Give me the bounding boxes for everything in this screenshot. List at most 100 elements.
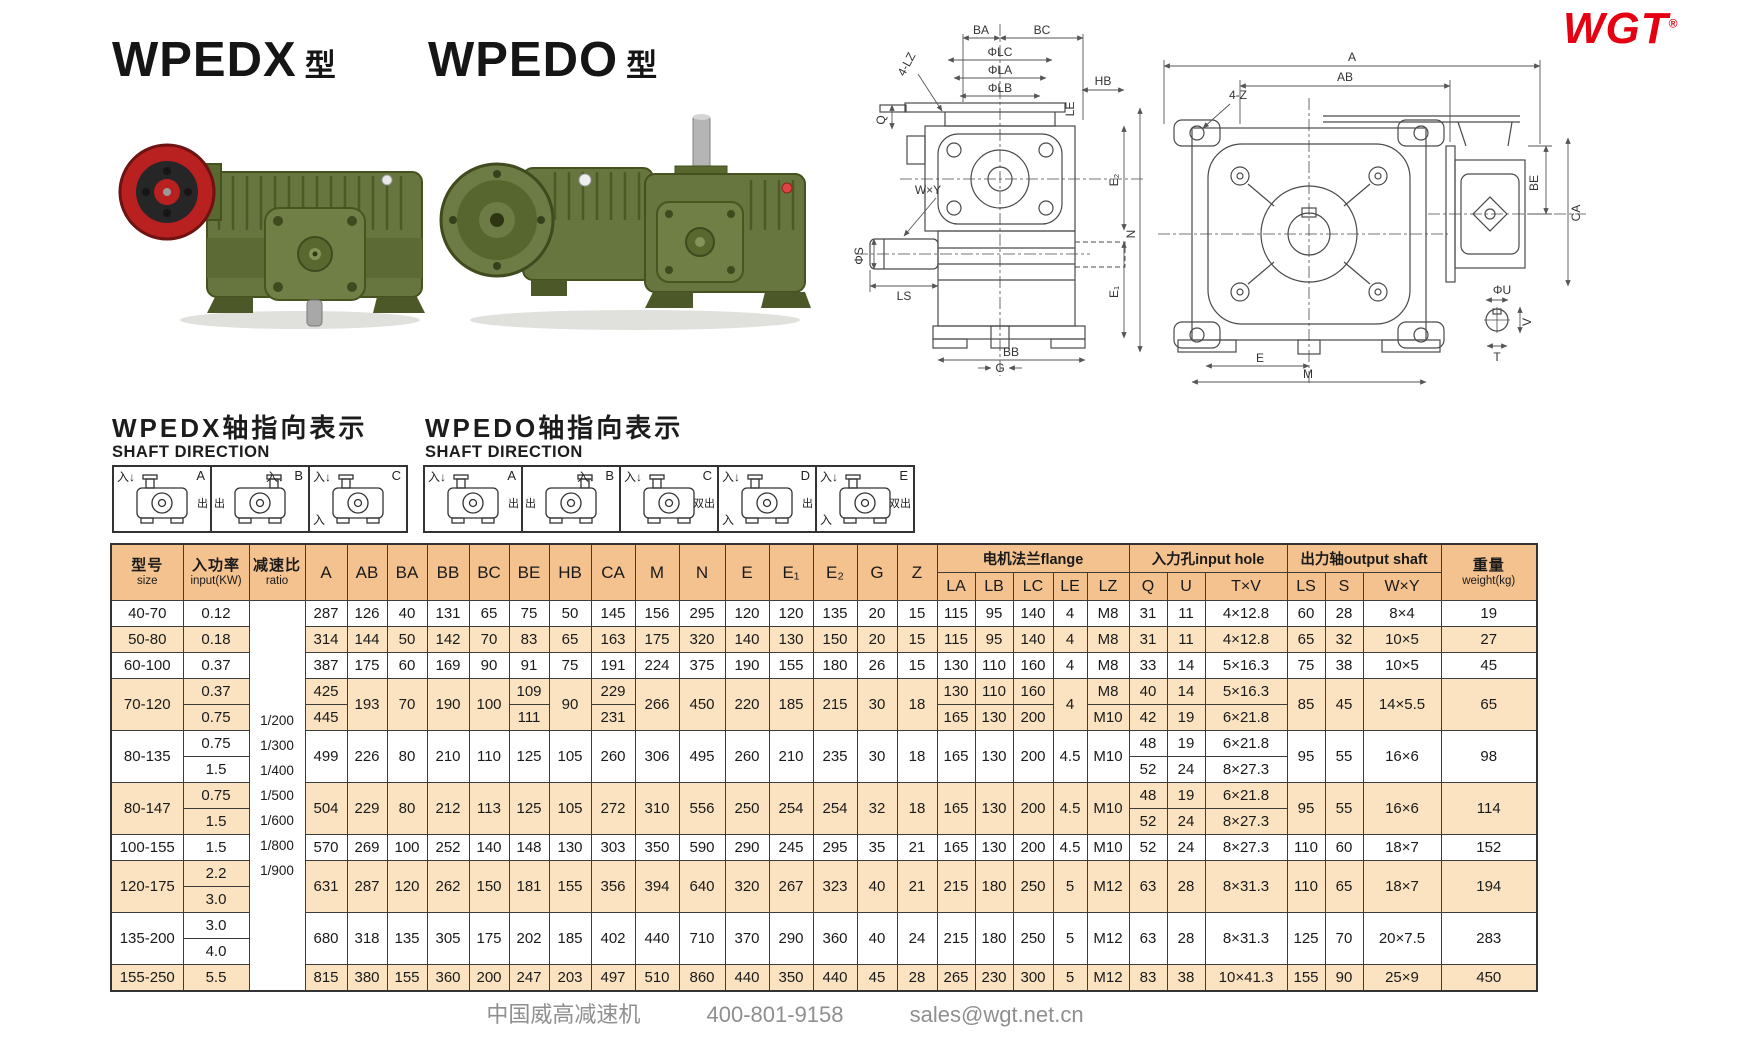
cell-LE: 4.5 — [1052, 782, 1088, 835]
cell-A: 815 — [304, 964, 348, 992]
cell-WY: 14×5.5 — [1362, 678, 1442, 731]
cell-E: 260 — [724, 730, 770, 783]
row-size: 155-250 — [110, 964, 184, 992]
wpedo-shaft-direction-en: SHAFT DIRECTION — [425, 443, 583, 461]
cell-HB: 50 — [548, 600, 592, 627]
cell-CA: 272 — [590, 782, 636, 835]
cell-wt: 45 — [1440, 652, 1538, 679]
cell-BC: 70 — [468, 626, 510, 653]
cell-BA: 60 — [386, 652, 428, 679]
cell-E: 370 — [724, 912, 770, 965]
cell-LC: 160 — [1012, 652, 1054, 679]
cell-E2: 323 — [812, 860, 858, 913]
column-header-LE: LE — [1052, 572, 1088, 601]
cell-wt: 114 — [1440, 782, 1538, 835]
cell-LC: 250 — [1012, 912, 1054, 965]
cell-BE: 91 — [508, 652, 550, 679]
dim-label-e: E — [1256, 351, 1264, 365]
cell-Z: 24 — [896, 912, 938, 965]
cell-CA: 402 — [590, 912, 636, 965]
cell-WY: 18×7 — [1362, 860, 1442, 913]
cell-BC: 90 — [468, 652, 510, 679]
cell-E1: 130 — [768, 626, 814, 653]
cell-E2: 440 — [812, 964, 858, 992]
cell-BB: 190 — [426, 678, 470, 731]
column-header-Q: Q — [1128, 572, 1168, 601]
cell-BA: 70 — [386, 678, 428, 731]
cell-G: 45 — [856, 964, 898, 992]
cell-LA: 165 — [936, 730, 976, 783]
row-size: 120-175 — [110, 860, 184, 913]
cell-WY: 10×5 — [1362, 626, 1442, 653]
cell-input: 5.5 — [182, 964, 250, 992]
cell-TV: 10×41.3 — [1204, 964, 1288, 992]
cell-BE: 125 — [508, 730, 550, 783]
cell-U: 28 — [1166, 860, 1206, 913]
output-direction-label: 出 — [525, 498, 536, 510]
cell-G: 40 — [856, 860, 898, 913]
cell-LC: 200 — [1012, 782, 1054, 835]
cell-AB: 226 — [346, 730, 388, 783]
dim-label-bb: BB — [1003, 345, 1019, 359]
cell-BC: 140 — [468, 834, 510, 861]
cell-S: 38 — [1324, 652, 1364, 679]
dim-label-4z: 4-Z — [1229, 88, 1247, 102]
cell-BA: 80 — [386, 782, 428, 835]
cell-LS: 155 — [1286, 964, 1326, 992]
cell-E1: 185 — [768, 678, 814, 731]
cell-WY: 8×4 — [1362, 600, 1442, 627]
cell-LZ: M8 — [1086, 600, 1130, 627]
cell-E: 290 — [724, 834, 770, 861]
cell-S: 65 — [1324, 860, 1364, 913]
cell-E: 140 — [724, 626, 770, 653]
wpedx-model-name: WPEDX — [112, 33, 297, 87]
gearbox-schematic-icon — [234, 474, 286, 524]
cell-A: 570 — [304, 834, 348, 861]
cell-E1: 350 — [768, 964, 814, 992]
cell-HB: 130 — [548, 834, 592, 861]
cell-BC: 175 — [468, 912, 510, 965]
column-header-LS: LS — [1286, 572, 1326, 601]
gearbox-schematic-icon — [643, 474, 695, 524]
cell-E1: 210 — [768, 730, 814, 783]
column-header-E2: E₂ — [812, 543, 858, 601]
cell-M: 306 — [634, 730, 680, 783]
cell-E1: 120 — [768, 600, 814, 627]
row-size: 70-120 — [110, 678, 184, 731]
cell-LE: 4 — [1052, 652, 1088, 679]
cell-wt: 27 — [1440, 626, 1538, 653]
gearbox-body — [198, 163, 425, 327]
row-size: 135-200 — [110, 912, 184, 965]
cell-LS: 125 — [1286, 912, 1326, 965]
cell-E2: 295 — [812, 834, 858, 861]
cell-LA: 165 — [936, 834, 976, 861]
column-header-HB: HB — [548, 543, 592, 601]
output-direction-label: 出 — [802, 498, 813, 510]
cell-U: 28 — [1166, 912, 1206, 965]
cell-CA: 303 — [590, 834, 636, 861]
cell-BB: 169 — [426, 652, 470, 679]
row-size: 80-147 — [110, 782, 184, 835]
cell-wt: 98 — [1440, 730, 1538, 783]
cell-BE: 125 — [508, 782, 550, 835]
cell-Q: 63 — [1128, 860, 1168, 913]
gearbox-schematic-icon — [545, 474, 597, 524]
cell-N: 640 — [678, 860, 726, 913]
column-header-WY: W×Y — [1362, 572, 1442, 601]
type-suffix: 型 — [304, 48, 337, 83]
company-name: 中国威高减速机 — [486, 1002, 641, 1027]
